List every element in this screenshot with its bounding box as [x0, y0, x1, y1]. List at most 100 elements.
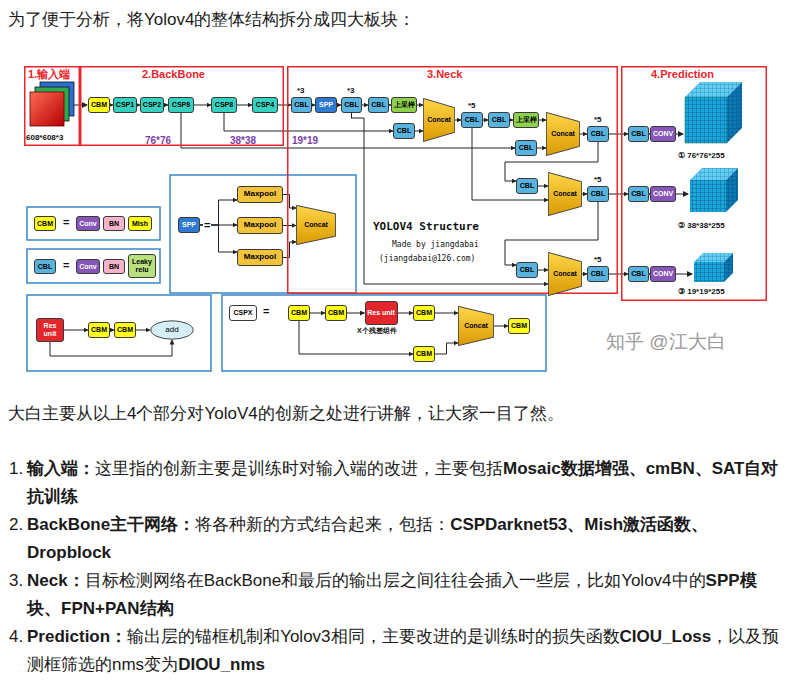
cbl-box: CBL — [461, 112, 483, 128]
concat-trapezoid: Concat — [458, 306, 494, 346]
watermark: 知乎 @江大白 — [606, 330, 726, 354]
box-label: SPP — [319, 101, 333, 109]
spp-box: SPP — [315, 97, 337, 113]
box-label: CBM — [511, 322, 527, 330]
equals-sign: = — [203, 218, 211, 232]
output-size: ① 76*76*255 — [678, 151, 725, 161]
box-label: Maxpool — [244, 190, 276, 199]
upsample-box: 上采样 — [391, 97, 417, 113]
connector — [278, 105, 291, 106]
definition-frame — [170, 175, 356, 293]
connector — [538, 186, 548, 187]
csp-box: CSP2 — [140, 97, 164, 113]
body-text: 大白主要从以上4个部分对YoloV4的创新之处进行讲解，让大家一目了然。 — [8, 400, 564, 428]
box-label: CBM — [291, 309, 307, 317]
dimension-label: 38*38 — [230, 135, 256, 146]
cbm-box: CBM — [508, 318, 530, 334]
csp-box: CSP8 — [168, 97, 194, 113]
box-label: 上采样 — [516, 116, 537, 124]
bn-box: BN — [103, 259, 125, 274]
cbl-box: CBL — [587, 186, 609, 202]
region-box: 2.BackBoneCBMCSP1CSP2CSP8CSP8CSP4 — [80, 66, 284, 146]
input-wire — [74, 105, 87, 106]
concat-trapezoid: Concat — [423, 98, 455, 142]
concat-trapezoid: Concat — [548, 252, 582, 296]
box-label: CONV — [653, 130, 673, 138]
box-label: CBL — [492, 116, 506, 124]
maxpool-box: Maxpool — [237, 249, 283, 266]
equals-sign: = — [63, 215, 69, 230]
box-label: Concat — [464, 322, 488, 330]
region-heading: 2.BackBone — [142, 68, 205, 81]
box-label: CBL — [465, 116, 479, 124]
box-label: add — [165, 326, 178, 335]
list-item: Prediction：输出层的锚框机制和Yolov3相同，主要改进的是训练时的损… — [27, 623, 785, 678]
connector — [494, 326, 508, 327]
output-cube — [685, 97, 727, 143]
box-label: CBM — [37, 220, 53, 228]
box-label: CBM — [328, 309, 344, 317]
box-label: CBL — [631, 190, 645, 198]
res-unit-box: Res unit — [36, 318, 64, 342]
box-label: Res unit — [37, 322, 63, 337]
list-item: BackBone主干网络：将各种新的方式结合起来，包括：CSPDarknet53… — [27, 511, 785, 566]
cbl-box: CBL — [516, 178, 538, 194]
box-label: Maxpool — [244, 253, 276, 262]
connector — [472, 128, 548, 200]
connector — [136, 330, 150, 331]
connector — [609, 134, 628, 135]
body-text: 将各种新的方式结合起来，包括： — [195, 515, 450, 534]
equals-sign: = — [63, 258, 69, 273]
cbm-box: CBM — [288, 305, 310, 321]
maxpool-box: Maxpool — [237, 186, 283, 203]
repeat-count: *3 — [347, 86, 355, 96]
csp-box: CSP8 — [211, 97, 237, 113]
cbm-box: CBM — [88, 322, 110, 338]
list-number: 1. — [9, 455, 23, 483]
cbl-box: CBL — [368, 97, 389, 113]
connector — [609, 194, 628, 195]
connector — [415, 131, 423, 132]
concat-trapezoid-outline — [296, 205, 335, 244]
output-cube — [724, 253, 733, 282]
box-label: BN — [109, 263, 119, 271]
spp-box: SPP — [178, 217, 200, 233]
connector — [181, 113, 515, 148]
conv-box: Conv — [76, 259, 100, 274]
structure-title: YOLOV4 Structure — [373, 220, 479, 233]
box-label: BN — [109, 220, 119, 228]
cbl-box: CBL — [628, 126, 649, 142]
connector — [299, 321, 413, 354]
box-label: CBL — [591, 270, 605, 278]
body-text: 输出层的锚框机制和Yolov3相同，主要改进的是训练时的损失函数 — [127, 627, 619, 646]
cbl-box: CBL — [393, 123, 415, 139]
region-heading: 4.Prediction — [651, 68, 714, 81]
connector — [435, 313, 458, 314]
cbl-box: CBL — [515, 140, 537, 156]
box-label: CONV — [653, 270, 673, 278]
repeat-count: *5 — [594, 115, 602, 125]
box-label: CBL — [371, 101, 385, 109]
box-label: CBL — [631, 130, 645, 138]
add-ellipse-outline — [151, 321, 193, 339]
definition-frame — [27, 249, 160, 283]
leaky-relu-box: Leaky relu — [128, 254, 156, 278]
cbm-box: CBM — [413, 305, 435, 321]
box-label: CBL — [519, 144, 533, 152]
cbm-box: CBM — [325, 305, 347, 321]
connector — [283, 242, 296, 258]
output-size: ③ 19*19*255 — [678, 287, 725, 297]
conv-box: CONV — [650, 126, 676, 142]
box-label: SPP — [182, 221, 196, 229]
concat-trapezoid-outline — [548, 172, 581, 215]
box-label: Leaky relu — [129, 258, 155, 273]
box-label: Conv — [79, 263, 97, 271]
credit-text: (jiangdabai@126.com) — [379, 254, 475, 264]
conv-box: CONV — [650, 186, 676, 202]
connector — [50, 340, 172, 356]
dimension-label: 608*608*3 — [26, 133, 63, 143]
box-label: Concat — [304, 221, 328, 229]
upsample-box: 上采样 — [513, 112, 539, 128]
box-label: CBL — [38, 263, 52, 271]
